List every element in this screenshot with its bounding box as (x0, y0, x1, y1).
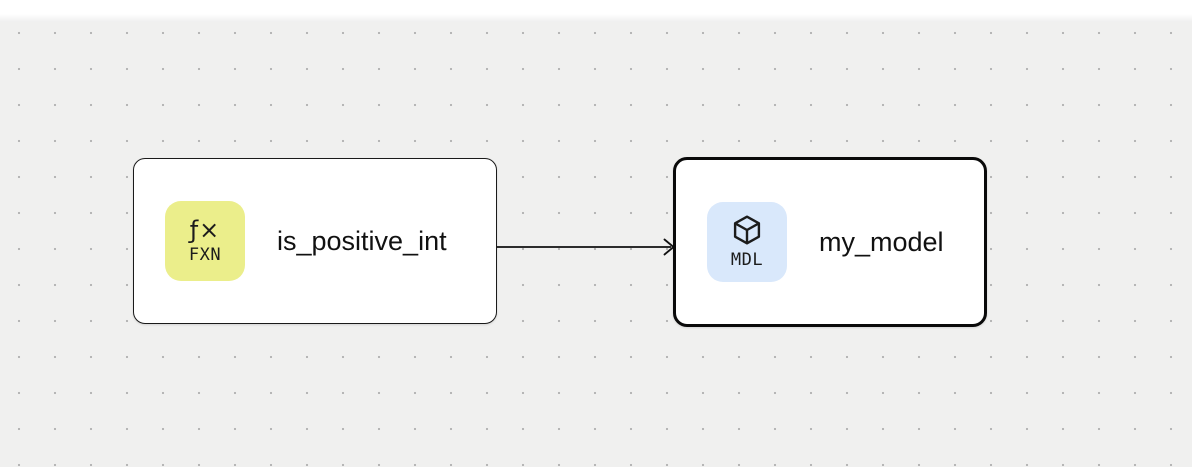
model-badge: MDL (707, 202, 787, 282)
badge-code: MDL (730, 250, 764, 270)
edge-arrow[interactable] (497, 238, 675, 256)
function-badge: ƒ× FXN (165, 201, 245, 281)
node-model[interactable]: MDL my_model (673, 157, 987, 327)
cube-icon (733, 215, 761, 245)
badge-code: FXN (188, 245, 222, 265)
node-label: my_model (819, 226, 944, 257)
node-label: is_positive_int (277, 225, 447, 256)
fx-icon: ƒ× (189, 216, 221, 244)
node-function[interactable]: ƒ× FXN is_positive_int (133, 158, 497, 324)
